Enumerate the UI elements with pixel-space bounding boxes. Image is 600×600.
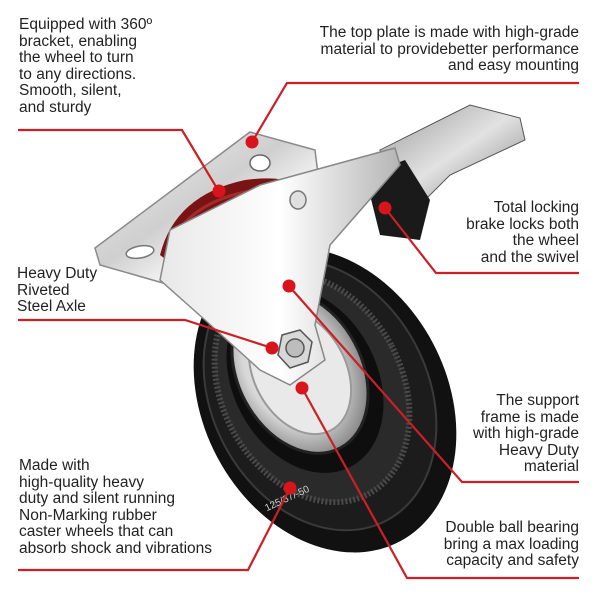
callout-line: The support: [496, 392, 579, 409]
dot-top-plate: [245, 135, 259, 149]
callout-top-plate: The top plate is made with high-grade ma…: [319, 24, 579, 75]
callout-line: the wheel to turn: [19, 49, 134, 67]
leader-axle: [18, 318, 273, 350]
callout-line: Smooth, silent,: [19, 82, 122, 100]
callout-line: Double ball bearing: [445, 519, 579, 536]
leader-top-plate: [251, 81, 579, 143]
callout-line: duty and silent running: [19, 490, 175, 508]
callout-bearing: Double ball bearing bring a max loading …: [443, 519, 579, 570]
axle-nut: [277, 329, 313, 369]
callout-axle: Heavy Duty Riveted Steel Axle: [17, 265, 98, 316]
callout-rubber: Made with high-quality heavy duty and si…: [19, 457, 213, 558]
dot-swivel: [212, 184, 226, 198]
callout-line: Total locking: [493, 199, 579, 216]
callout-line: Made with: [19, 457, 90, 474]
callout-swivel: Equipped with 360º bracket, enabling the…: [19, 16, 153, 117]
dot-bearing: [295, 381, 309, 395]
callout-frame: The support frame is made with high-grad…: [473, 392, 579, 476]
callout-line: Non-Marking rubber: [19, 506, 157, 524]
callout-line: Heavy Duty: [17, 265, 98, 282]
dot-axle: [265, 341, 279, 355]
callout-line: Heavy Duty: [498, 441, 579, 459]
callout-line: caster wheels that can: [19, 523, 174, 541]
callout-line: absorb shock and vibrations: [19, 539, 213, 557]
dot-brake: [378, 201, 392, 215]
callout-line: to any directions.: [19, 65, 137, 83]
support-frame: [159, 147, 401, 386]
dot-rubber: [283, 481, 297, 495]
dot-frame: [282, 279, 296, 293]
callout-dots: [212, 135, 392, 495]
callout-line: capacity and safety: [446, 552, 579, 570]
callout-line: Steel Axle: [17, 298, 86, 316]
callout-line: the wheel: [512, 232, 579, 250]
callout-line: and easy mounting: [448, 57, 579, 75]
callout-line: brake locks both: [466, 215, 579, 233]
leader-bearing: [301, 387, 579, 580]
callout-line: material to providebetter performance: [320, 40, 579, 58]
callout-line: material: [523, 458, 579, 476]
callout-line: and sturdy: [19, 98, 92, 116]
leader-brake: [384, 207, 579, 275]
callout-line: high-quality heavy: [19, 473, 144, 491]
callout-line: with high-grade: [473, 425, 579, 443]
callout-brake: Total locking brake locks both the wheel…: [466, 199, 579, 266]
callout-line: frame is made: [480, 408, 579, 426]
callout-line: and the swivel: [480, 248, 579, 266]
callout-line: bracket, enabling: [19, 32, 138, 50]
callout-line: The top plate is made with high-grade: [319, 24, 579, 41]
leader-rubber: [18, 487, 291, 572]
callout-line: bring a max loading: [443, 535, 579, 553]
leader-swivel: [18, 128, 219, 191]
leader-frame: [288, 285, 579, 484]
callout-line: Equipped with 360º: [19, 16, 153, 33]
leader-lines: [18, 81, 579, 580]
callout-line: Riveted: [17, 281, 70, 299]
